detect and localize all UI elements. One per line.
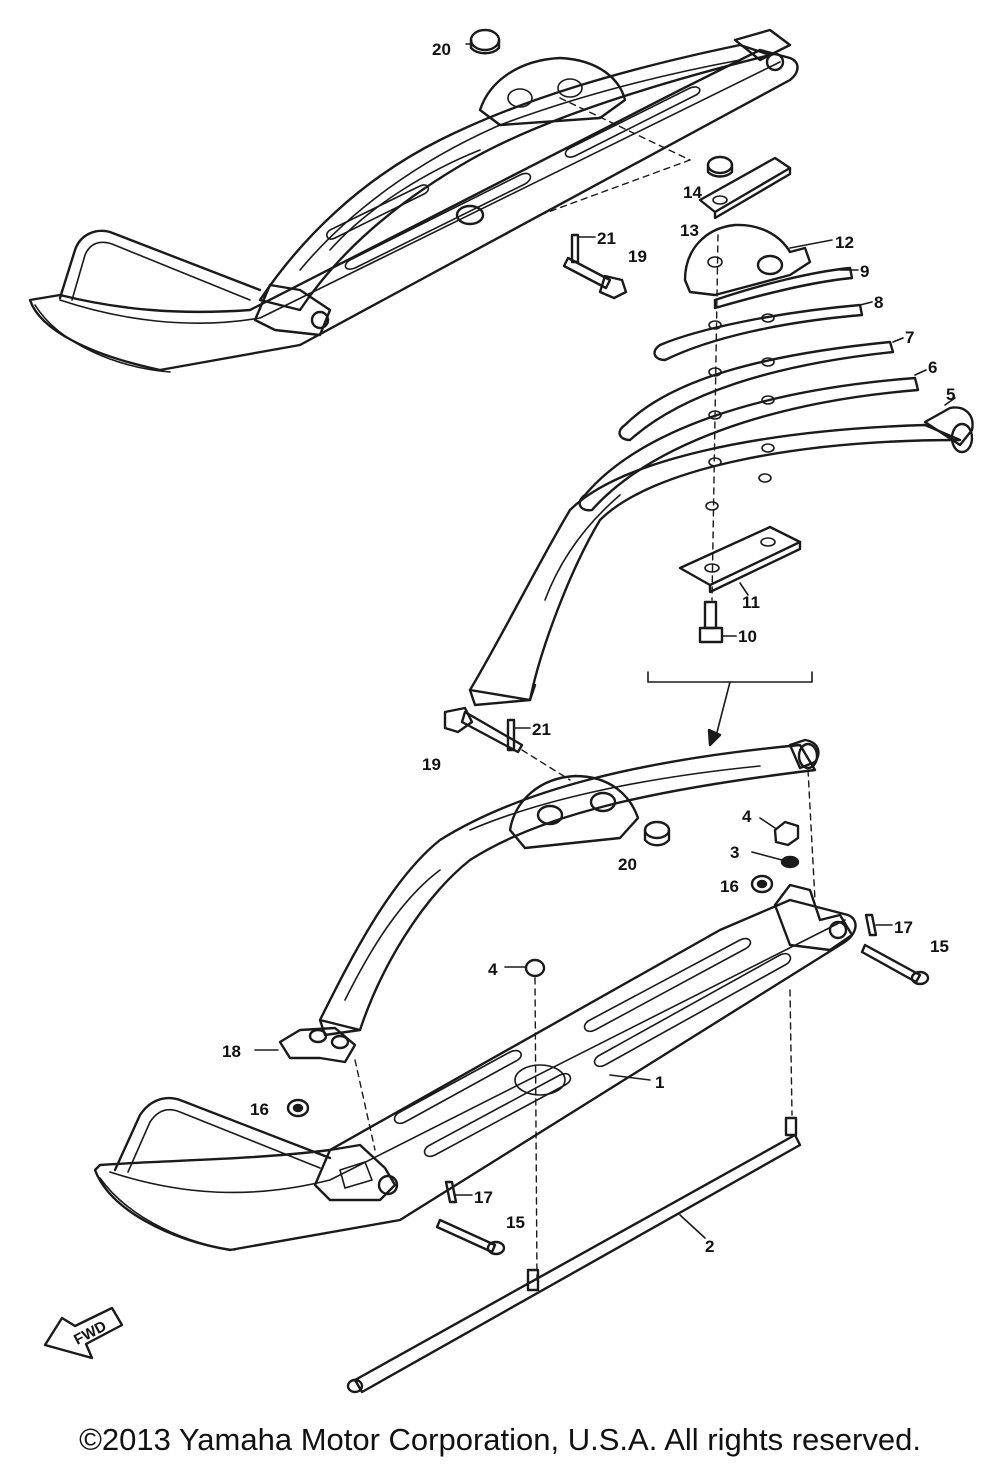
upper-ski-top-edge — [59, 61, 781, 324]
part-20-nut-lower: 20 — [618, 820, 671, 874]
callout-3: 3 — [730, 843, 739, 862]
part-19-bolt-lower: 19 — [422, 706, 524, 774]
callout-15: 15 — [930, 937, 949, 956]
part-21-pin-upper: 21 — [570, 229, 616, 264]
callout-17: 17 — [894, 918, 913, 937]
lower-spring-assembly — [318, 738, 820, 1037]
callout-1: 1 — [655, 1073, 664, 1092]
part-7-leaf: 7 — [618, 328, 914, 442]
callout-13: 13 — [680, 221, 699, 240]
callout-9: 9 — [860, 262, 869, 281]
callout-7: 7 — [905, 328, 914, 347]
callout-6: 6 — [928, 358, 937, 377]
guide-line — [789, 989, 793, 1116]
callout-20-lower: 20 — [618, 855, 637, 874]
part-18-front-bracket: 18 — [222, 1026, 357, 1064]
lower-ski-rear-bracket — [773, 883, 854, 952]
part-2-wear-bar: 2 — [346, 989, 802, 1394]
callout-20: 20 — [432, 40, 451, 59]
part-17-pin-left: 17 — [444, 1180, 493, 1207]
part-3-washer: 3 — [730, 843, 800, 869]
callout-11: 11 — [742, 593, 760, 612]
ski-assembly-diagram: 20 14 13 21 19 12 9 — [28, 28, 974, 1394]
upper-ski-saddle — [478, 56, 627, 127]
part-21-pin-lower: 21 — [506, 718, 551, 752]
part-20-nut-top: 20 — [432, 28, 501, 59]
lower-ski-handle — [113, 1096, 332, 1172]
callout-4: 4 — [742, 807, 752, 826]
part-1-callout: 1 — [609, 1073, 664, 1092]
lower-ski-body — [93, 898, 857, 1252]
upper-ski-body — [28, 48, 799, 372]
guide-line — [807, 769, 816, 901]
callout-5: 5 — [946, 385, 955, 404]
callout-21: 21 — [597, 229, 616, 248]
lower-spring-saddle — [508, 774, 640, 850]
part-19-bolt-upper: 19 — [562, 247, 647, 300]
callout-14: 14 — [683, 183, 702, 202]
part-8-leaf: 8 — [653, 293, 883, 362]
callout-4-center: 4 — [488, 960, 498, 979]
part-16-bushing-right: 16 — [720, 874, 774, 896]
callout-18: 18 — [222, 1042, 241, 1061]
part-4-nut-center: 4 — [488, 958, 546, 979]
part-4-nut-right: 4 — [742, 807, 800, 847]
part-11-plate: 11 — [678, 525, 802, 612]
callout-17-left: 17 — [474, 1188, 493, 1207]
copyright-notice: ©2013 Yamaha Motor Corporation, U.S.A. A… — [79, 1422, 921, 1457]
guide-line — [534, 977, 538, 1281]
lower-ski — [93, 883, 857, 1252]
part-9-leaf: 9 — [713, 262, 869, 310]
callout-12: 12 — [835, 233, 854, 252]
part-6-leaf: 6 — [578, 358, 937, 512]
part-13-plate: 13 — [680, 156, 792, 240]
guide-line — [521, 749, 571, 781]
callout-10: 10 — [738, 627, 757, 646]
part-10-bolt: 10 — [698, 600, 757, 646]
part-16-bushing-left: 16 — [250, 1098, 310, 1119]
callout-21-lower: 21 — [532, 720, 551, 739]
callout-19: 19 — [628, 247, 647, 266]
upper-ski-handle — [58, 229, 262, 300]
callout-2: 2 — [705, 1237, 714, 1256]
part-5-main-leaf: 5 — [468, 385, 974, 707]
guide-line — [539, 159, 691, 216]
guide-line — [711, 234, 719, 601]
assembly-bracket — [647, 671, 813, 747]
part-12-saddle: 12 — [683, 223, 854, 297]
guide-line — [559, 97, 691, 161]
fwd-arrow-icon: FWD — [43, 1306, 124, 1360]
guide-line — [354, 1059, 376, 1151]
upper-ski-assembly — [28, 28, 799, 373]
callout-16: 16 — [720, 877, 739, 896]
upper-ski-front-bracket — [253, 283, 332, 337]
callout-19-lower: 19 — [422, 755, 441, 774]
callout-16-left: 16 — [250, 1100, 269, 1119]
callout-8: 8 — [874, 293, 883, 312]
part-17-pin-right: 17 — [864, 913, 913, 937]
part-14-nut: 14 — [683, 155, 734, 202]
callout-15-left: 15 — [506, 1213, 525, 1232]
part-15-bolt-left: 15 — [435, 1213, 525, 1256]
part-15-bolt-right: 15 — [860, 937, 949, 986]
